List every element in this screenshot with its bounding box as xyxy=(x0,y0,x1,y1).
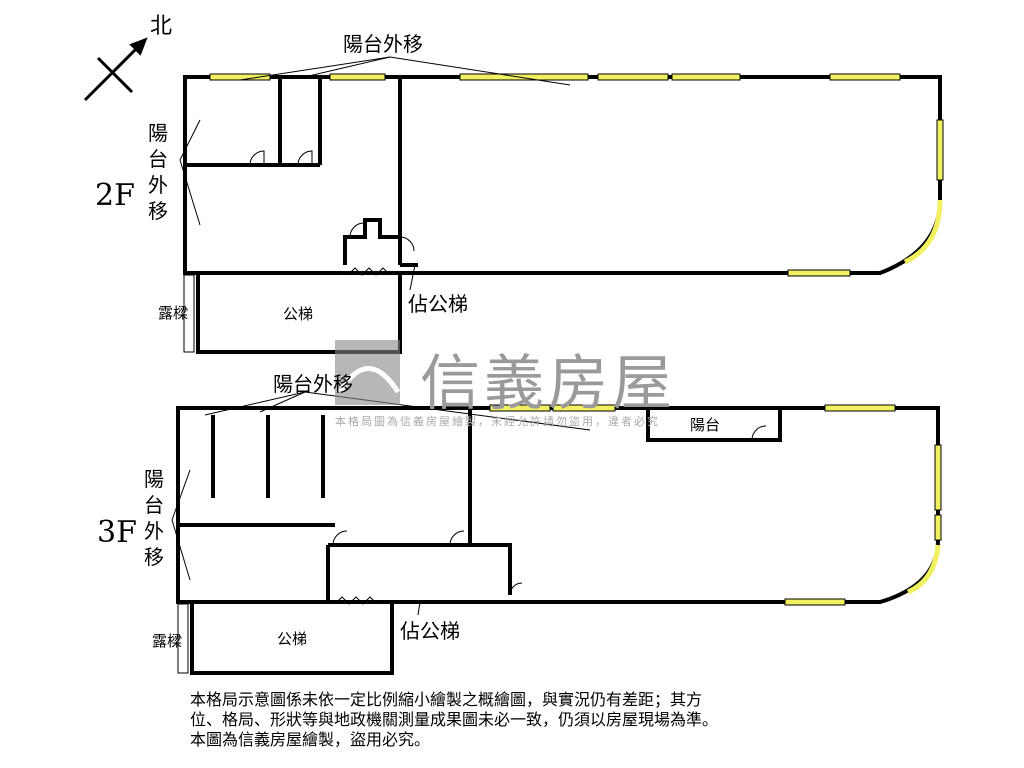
balcony-moved-top-2f: 陽台外移 xyxy=(343,32,423,56)
dew-beam-2f: 露樑 xyxy=(158,304,189,322)
stair-note-2f: 佔公梯 xyxy=(408,292,468,316)
stair-label-3f: 公梯 xyxy=(277,630,308,648)
balcony-moved-left-2f: 陽台外移 xyxy=(148,121,168,223)
floor-label-3f: 3F xyxy=(97,515,137,550)
disclaimer: 本格局示意圖係未依一定比例縮小繪製之概繪圖，與實況仍有差距；其方 位、格局、形狀… xyxy=(190,690,830,750)
brand-logo-icon xyxy=(335,340,401,405)
watermark-notice: 本格局圖為信義房屋繪製，未經允許請勿盜用，違者必究 xyxy=(335,415,660,428)
balcony-moved-top-3f: 陽台外移 xyxy=(273,372,353,396)
disclaimer-line: 位、格局、形狀等與地政機關測量成果圖未必一致，仍須以房屋現場為準。 xyxy=(190,710,719,729)
floor-label-2f: 2F xyxy=(95,178,135,213)
balcony-moved-left-3f: 陽台外移 xyxy=(144,467,164,569)
watermark-brand: 信義房屋 xyxy=(420,349,676,419)
stair-note-3f: 佔公梯 xyxy=(400,619,460,643)
floor-2f-annotation-lines xyxy=(179,56,571,291)
disclaimer-line: 本格局示意圖係未依一定比例縮小繪製之概繪圖，與實況仍有差距；其方 xyxy=(190,690,703,709)
compass-icon xyxy=(83,37,148,102)
north-label: 北 xyxy=(150,14,173,39)
floor-2f-windows xyxy=(209,73,944,277)
stair-label-2f: 公梯 xyxy=(283,305,314,323)
floor-3f-windows xyxy=(489,404,942,606)
disclaimer-line: 本圖為信義房屋繪製，盜用必究。 xyxy=(190,730,431,749)
dew-beam-3f: 露樑 xyxy=(152,632,183,650)
balcony-label-3f: 陽台 xyxy=(690,416,721,434)
